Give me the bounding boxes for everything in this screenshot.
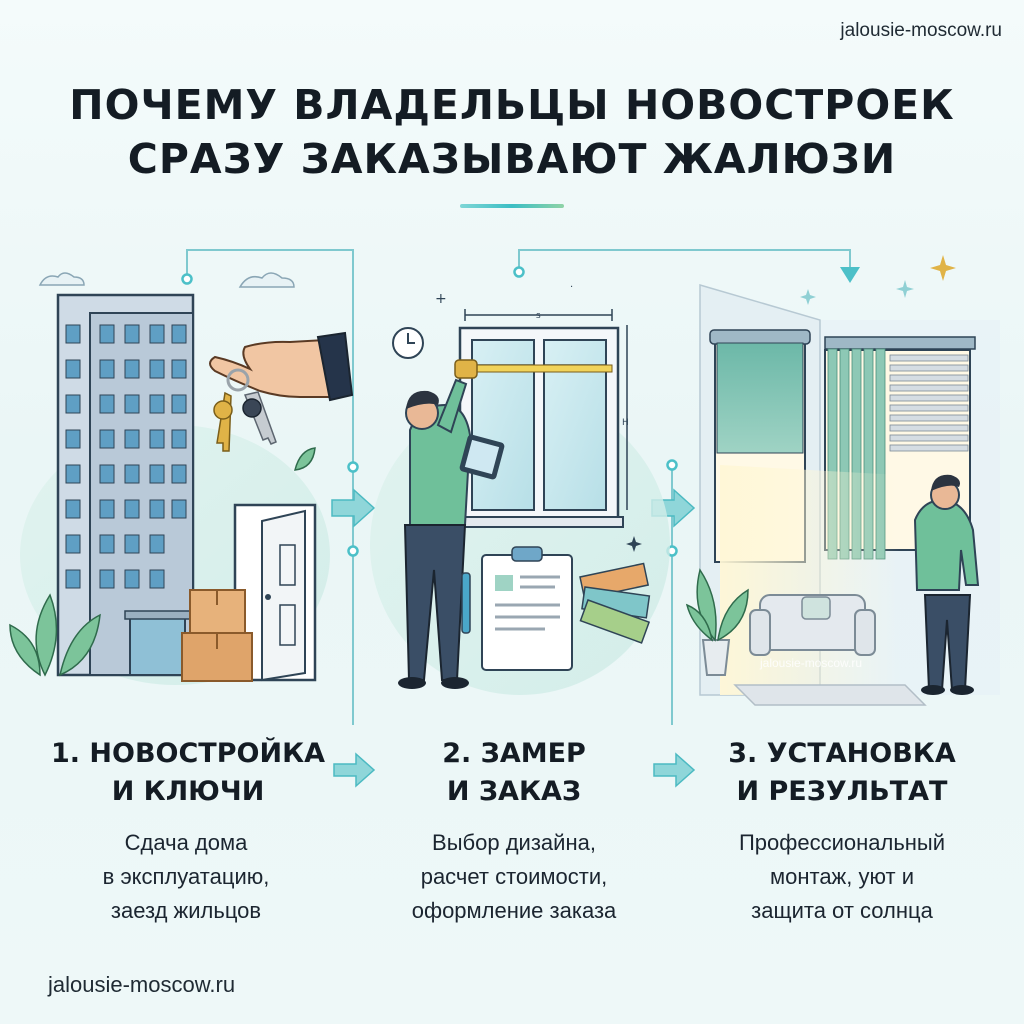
step-2-title: 2. ЗАМЕР И ЗАКАЗ [364,735,664,811]
infographic-illustration: + · s H [9,249,1000,725]
width-mark: s [536,311,541,321]
step-3-desc-line-3: защита от солнца [751,898,933,923]
step-3-desc-line-1: Профессиональный [738,830,946,855]
title-line-2: СРАЗУ ЗАКАЗЫВАЮТ ЖАЛЮЗИ [127,135,897,183]
step-arrow-2 [653,752,696,788]
connector-nodes [181,266,678,557]
scene-new-building [9,272,354,685]
step-1-description: Сдача дома в эксплуатацию, заезд жильцов [26,826,346,928]
step-arrow-1 [333,752,376,788]
height-mark: H [622,418,629,428]
step-3-description: Профессиональный монтаж, уют и защита от… [682,826,1002,928]
step-2-description: Выбор дизайна, расчет стоимости, оформле… [354,826,674,928]
step-3-desc-line-2: монтаж, уют и [769,864,914,889]
step-1-title: 1. НОВОСТРОЙКА И КЛЮЧИ [38,735,338,811]
step-1-desc-line-3: заезд жильцов [110,898,262,923]
step-2-desc-line-2: расчет стоимости, [420,864,608,889]
svg-text:+: + [435,291,447,307]
site-url-bottom[interactable]: jalousie-moscow.ru [48,972,236,997]
step-3-title: 3. УСТАНОВКА И РЕЗУЛЬТАТ [692,735,992,811]
step-1-desc-line-2: в эксплуатацию, [102,864,270,889]
room-watermark: jalousie-moscow.ru [759,656,862,670]
page-title: ПОЧЕМУ ВЛАДЕЛЬЦЫ НОВОСТРОЕК СРАЗУ ЗАКАЗЫ… [0,78,1024,186]
step-2-desc-line-3: оформление заказа [411,898,617,923]
down-arrow-head [840,267,860,283]
svg-text:·: · [570,282,573,293]
step-1-title-line-1: 1. НОВОСТРОЙКА [50,738,326,769]
scene-result-room: jalousie-moscow.ru [685,255,1000,706]
step-1-desc-line-1: Сдача дома [124,830,248,855]
step-2-desc-line-1: Выбор дизайна, [432,830,596,855]
site-url-top[interactable]: jalousie-moscow.ru [840,20,1002,41]
step-3-title-line-1: 3. УСТАНОВКА [728,738,956,769]
step-3-title-line-2: И РЕЗУЛЬТАТ [736,776,948,807]
step-1-title-line-2: И КЛЮЧИ [111,776,265,807]
step-2-title-line-2: И ЗАКАЗ [446,776,582,807]
step-2-title-line-1: 2. ЗАМЕР [442,738,586,769]
title-line-1: ПОЧЕМУ ВЛАДЕЛЬЦЫ НОВОСТРОЕК [69,81,955,129]
scene-measuring: + · s H [370,282,670,695]
title-divider [460,204,564,208]
